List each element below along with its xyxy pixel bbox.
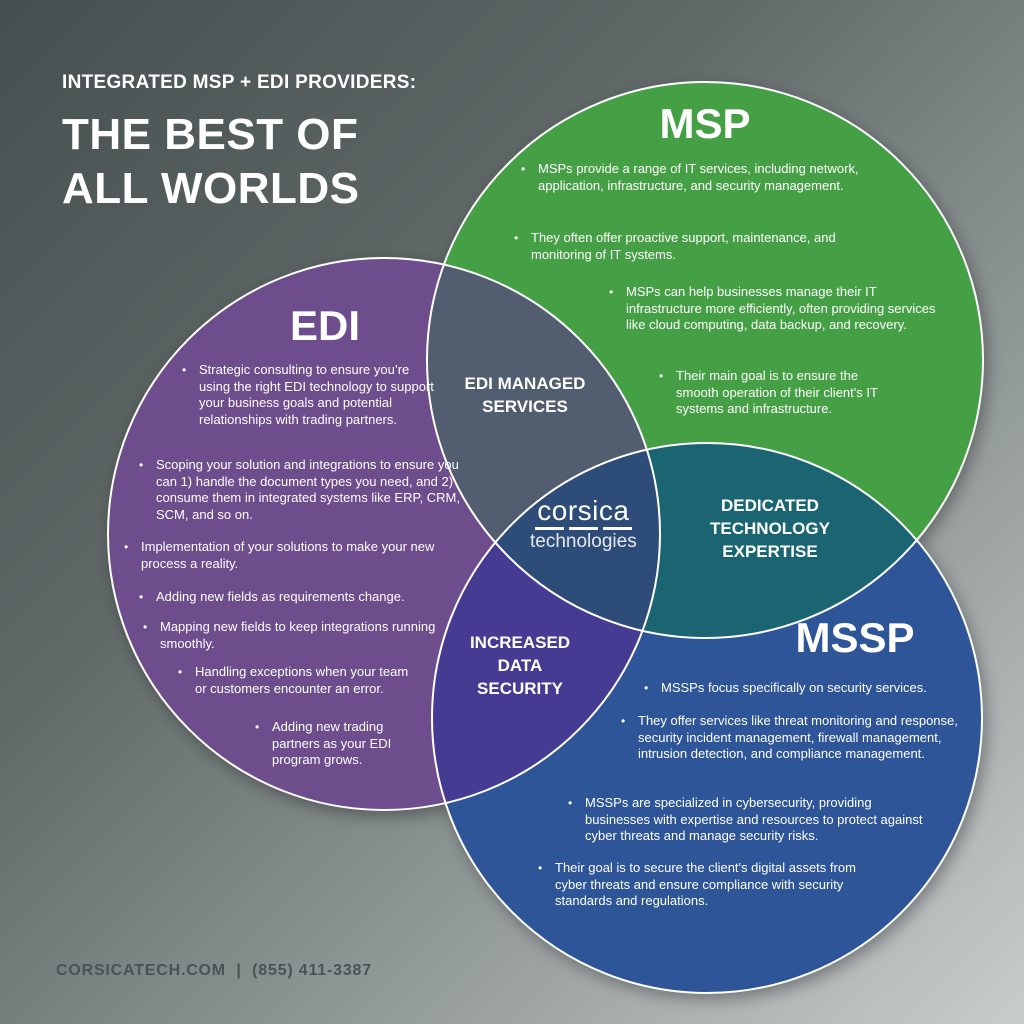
title-line-2: ALL WORLDS — [62, 164, 360, 213]
edi-bullet: Adding new trading partners as your EDI … — [255, 719, 432, 769]
logo-wordmark: corsica — [537, 495, 630, 526]
footer-contact: CORSICATECH.COM | (855) 411-3387 — [56, 962, 372, 979]
overlap-label: DEDICATED — [721, 496, 819, 515]
msp-bullet: Their main goal is to ensure the smooth … — [659, 368, 886, 418]
msp-bullet: They often offer proactive support, main… — [514, 230, 871, 263]
mssp-bullet: MSSPs are specialized in cybersecurity, … — [568, 795, 930, 845]
mssp-bullet: MSSPs focus specifically on security ser… — [644, 680, 981, 697]
edi-bullet: Strategic consulting to ensure you’re us… — [182, 362, 434, 428]
mssp-title: MSSP — [795, 614, 915, 661]
edi-bullet: Scoping your solution and integrations t… — [139, 457, 466, 523]
edi-bullet: Implementation of your solutions to make… — [124, 539, 441, 572]
logo-underline-bars — [530, 527, 637, 530]
overlap-dedicated-technology-expertise: DEDICATED TECHNOLOGY EXPERTISE — [680, 494, 860, 563]
overlap-label: SERVICES — [482, 397, 568, 416]
mssp-bullet: Their goal is to secure the client's dig… — [538, 860, 875, 910]
edi-bullet: Mapping new fields to keep integrations … — [143, 619, 440, 652]
msp-title: MSP — [659, 100, 751, 147]
overlap-increased-data-security: INCREASED DATA SECURITY — [440, 631, 600, 700]
edi-bullet: Handling exceptions when your team or cu… — [178, 664, 420, 697]
overlap-label: INCREASED — [469, 633, 571, 652]
center-overlap — [432, 443, 660, 638]
edi-bullet: Adding new fields as requirements change… — [139, 589, 456, 606]
msp-bullet: MSPs can help businesses manage their IT… — [609, 284, 946, 334]
header-kicker: INTEGRATED MSP + EDI PROVIDERS: — [62, 72, 417, 93]
title-line-1: THE BEST OF — [62, 110, 359, 159]
logo-subtitle: technologies — [530, 531, 637, 552]
overlap-label: SECURITY — [477, 679, 563, 698]
corsica-logo: corsica technologies — [530, 496, 637, 552]
overlap-label: DATA — [497, 656, 543, 675]
page-title: THE BEST OF ALL WORLDS — [62, 108, 360, 216]
msp-bullet: MSPs provide a range of IT services, inc… — [521, 161, 878, 194]
overlap-label: TECHNOLOGY — [710, 519, 830, 538]
overlap-label: EXPERTISE — [722, 542, 818, 561]
edi-title: EDI — [289, 302, 360, 349]
overlap-label: EDI MANAGED — [464, 374, 586, 393]
mssp-bullet: They offer services like threat monitori… — [621, 713, 958, 763]
overlap-edi-managed-services: EDI MANAGED SERVICES — [440, 372, 610, 418]
